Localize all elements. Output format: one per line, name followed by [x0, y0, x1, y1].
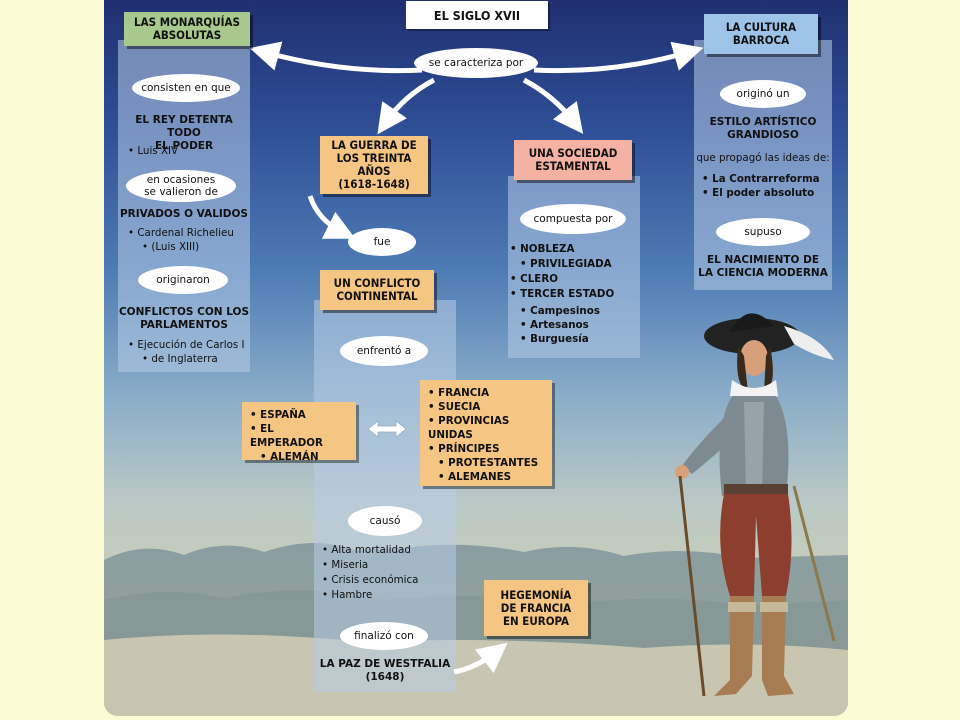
link-finalizo-con: finalizó con	[340, 622, 428, 650]
monarchies-header: LAS MONARQUÍAS ABSOLUTAS	[124, 12, 250, 46]
link-causo: causó	[348, 506, 422, 536]
privados-text: PRIVADOS O VALIDOS	[119, 208, 248, 220]
france-side-box: FRANCIA SUECIA PROVINCIAS UNIDAS PRÍNCIP…	[420, 380, 552, 486]
king-power-bullets: Luis XIV	[128, 144, 178, 158]
ideas-list: La Contrarreforma El poder absoluto	[702, 172, 819, 200]
baroque-header: LA CULTURA BARROCA	[704, 14, 818, 54]
hegemony-box: HEGEMONÍA DE FRANCIA EN EUROPA	[484, 580, 588, 636]
cavalier-illustration	[675, 313, 836, 697]
link-origino-un: originó un	[720, 80, 806, 108]
link-fue: fue	[348, 228, 416, 256]
third-estate-list: Campesinos Artesanos Burguesía	[520, 304, 600, 346]
right-column-panel	[694, 40, 832, 290]
consequences-list: Alta mortalidad Miseria Crisis económica…	[322, 543, 418, 603]
spain-side-box: ESPAÑA EL EMPERADOR ALEMÁN	[242, 402, 356, 463]
society-header: UNA SOCIEDAD ESTAMENTAL	[514, 140, 632, 180]
link-enfrento-a: enfrentó a	[340, 336, 428, 366]
propagated-ideas-label: que propagó las ideas de:	[696, 152, 830, 164]
estates-list: NOBLEZA PRIVILEGIADA CLERO TERCER ESTADO	[510, 242, 614, 302]
war-header: LA GUERRA DE LOS TREINTA AÑOS (1618-1648…	[320, 136, 428, 194]
double-arrow-icon	[366, 418, 408, 440]
continental-conflict-box: UN CONFLICTO CONTINENTAL	[320, 270, 434, 310]
monarchies-header-text: LAS MONARQUÍAS ABSOLUTAS	[134, 15, 240, 42]
privados-bullets: Cardenal Richelieu (Luis XIII)	[128, 226, 234, 254]
westphalia-text: LA PAZ DE WESTFALIA(1648)	[319, 658, 451, 683]
concept-map-canvas: EL SIGLO XVII se caracteriza por LAS MON…	[104, 0, 848, 716]
link-originaron: originaron	[138, 266, 228, 294]
link-supuso: supuso	[716, 218, 810, 246]
main-title: EL SIGLO XVII	[406, 1, 548, 29]
conflicts-bullets: Ejecución de Carlos I de Inglaterra	[128, 338, 244, 366]
link-se-caracteriza-por: se caracteriza por	[414, 48, 538, 78]
link-consisten-en-que: consisten en que	[132, 74, 240, 102]
link-compuesta-por: compuesta por	[520, 204, 626, 234]
